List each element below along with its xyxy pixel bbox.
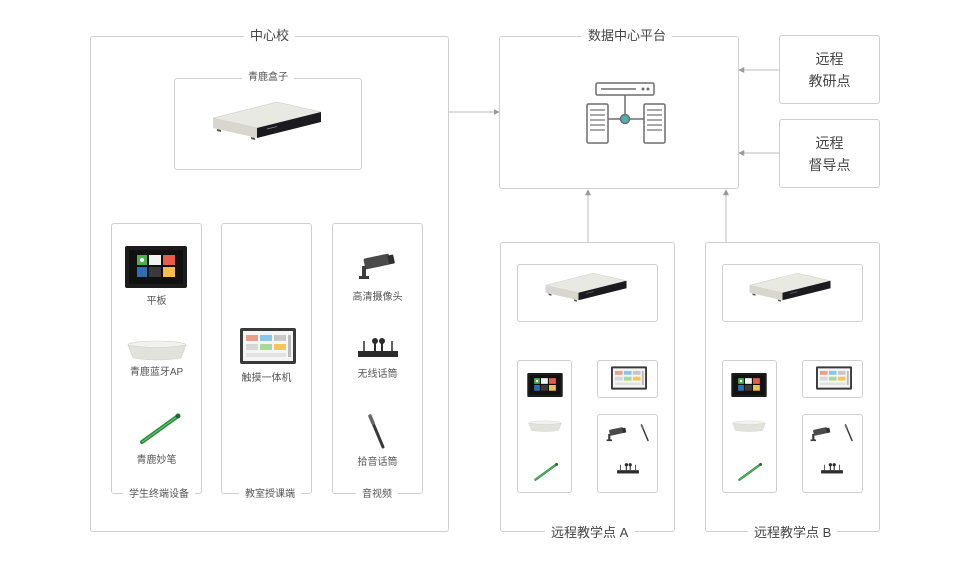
remote-b-ap-icon [732,420,766,433]
bluetooth-ap-label: 青鹿蓝牙AP [129,367,184,378]
remote-a-wireless-mic-icon [617,462,639,474]
data-center-title: 数据中心平台 [582,29,673,43]
remote-b-aio-icon [816,366,852,390]
pickup-mic-icon [367,414,387,450]
hd-camera-icon [358,252,398,282]
remote-a-ap-icon [528,420,562,433]
remote-supervision-panel [779,119,880,188]
student-terminals-title: 学生终端设备 [123,488,195,502]
remote-b-pen-icon [737,462,763,482]
remote-a-pen-icon [533,462,559,482]
remote-supervision-line2: 督导点 [808,157,851,173]
audio-video-title: 音视频 [356,488,398,502]
touch-all-in-one-label: 触摸一体机 [241,373,292,384]
tablet-label: 平板 [146,296,167,307]
remote-a-pickup-mic-icon [640,422,650,444]
touch-all-in-one-icon [240,328,296,364]
remote-b-camera-icon [810,426,832,443]
remote-a-box-panel [517,264,658,322]
data-center-panel [499,36,739,189]
remote-b-tablet-icon [731,373,767,397]
smart-pen-icon [138,412,182,446]
remote-a-av-panel [597,414,658,493]
remote-a-aio-icon [611,366,647,390]
qinglu-box-device-icon [207,98,327,148]
bluetooth-ap-icon [127,340,187,362]
audio-video-panel [332,223,423,494]
remote-b-av-panel [802,414,863,493]
remote-research-panel [779,35,880,104]
wireless-mic-label: 无线话筒 [357,369,398,380]
tablet-icon [125,246,187,288]
wireless-mic-icon [358,336,398,358]
main-school-title: 中心校 [244,29,296,43]
remote-research-line2: 教研点 [808,73,851,89]
hd-camera-label: 高清摄像头 [352,292,403,303]
remote-a-box-device-icon [541,270,631,308]
remote-a-tablet-icon [527,373,563,397]
server-cluster-icon [586,82,666,144]
remote-b-pickup-mic-icon [844,422,854,444]
smart-pen-label: 青鹿妙笔 [136,455,177,466]
pickup-mic-label: 拾音话筒 [357,457,398,468]
remote-a-title: 远程教学点 A [545,526,635,540]
remote-b-title: 远程教学点 B [748,526,838,540]
remote-a-camera-icon [606,426,628,443]
remote-supervision-line1: 远程 [815,135,844,151]
qinglu-box-title: 青鹿盒子 [242,71,294,85]
remote-research-line1: 远程 [815,51,844,67]
remote-b-box-device-icon [745,270,835,308]
classroom-title: 教室授课端 [239,488,301,502]
remote-b-wireless-mic-icon [821,462,843,474]
